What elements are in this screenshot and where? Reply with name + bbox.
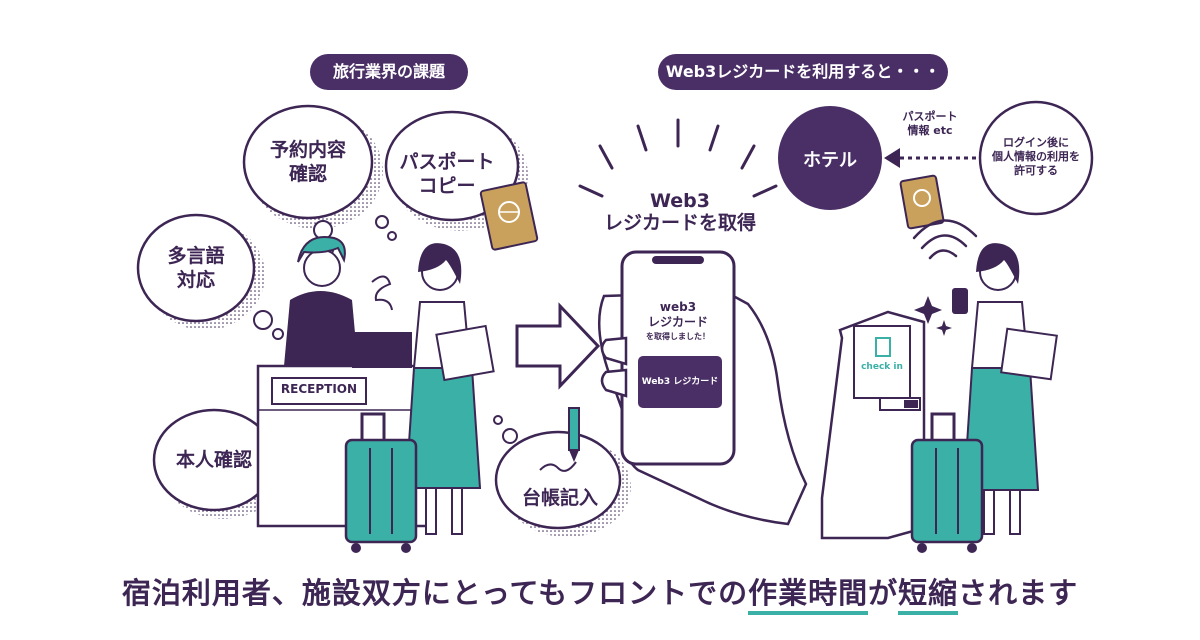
headline-part3: されます: [958, 576, 1079, 610]
phone-line3: を取得しました！: [646, 332, 710, 341]
suitcase-left-icon: [344, 412, 418, 553]
login-permission-label: ログイン後に 個人情報の利用を 許可する: [986, 136, 1086, 178]
bubble-multilang: [136, 213, 265, 330]
headline-highlight-shorten: 短縮: [898, 576, 959, 615]
passport-info-line1: パスポート: [902, 110, 958, 123]
passport-line2: コピー: [418, 175, 476, 197]
bubble-reservation-label: 予約内容 確認: [258, 138, 358, 186]
receptionist: [284, 236, 412, 368]
bubble-reservation: [242, 104, 383, 229]
pen-icon: [539, 407, 580, 472]
multilang-line1: 多言語: [167, 245, 225, 267]
headline-highlight-work-time: 作業時間: [748, 576, 869, 615]
bubble-ledger-label: 台帳記入: [521, 487, 598, 509]
acquire-line1: Web3: [650, 190, 710, 212]
guest-left: [404, 243, 495, 535]
reservation-line2: 確認: [288, 163, 327, 185]
hotel-label: ホテル: [803, 150, 857, 171]
passport-info-label: パスポート 情報 etc: [890, 110, 970, 138]
kiosk-screen-label: check in: [861, 362, 903, 372]
passport-info-line2: 情報 etc: [907, 124, 953, 137]
data-flow-arrow-icon: [884, 148, 976, 168]
phone-line1: web3: [659, 300, 697, 314]
confusion-swirl: [371, 275, 393, 311]
right-header: Web3レジカードを利用すると・・・: [658, 54, 948, 90]
sparkle-icon: [914, 296, 952, 336]
left-header: 旅行業界の課題: [310, 54, 468, 90]
login-line3: 許可する: [1014, 164, 1058, 177]
sparkle-rays: [578, 118, 778, 198]
passport-small-icon: [899, 174, 945, 230]
smartphone: [620, 250, 736, 466]
reservation-line1: 予約内容: [269, 139, 346, 161]
hand-fingers: [600, 336, 628, 398]
guest-right: [952, 243, 1058, 535]
headline-part1: 宿泊利用者、施設双方にとってもフロントでの: [121, 576, 749, 610]
login-line2: 個人情報の利用を: [992, 150, 1080, 163]
bubble-multilang-label: 多言語 対応: [148, 244, 244, 292]
phone-card-label: Web3 レジカード: [641, 377, 719, 387]
check-in-kiosk: [820, 310, 926, 540]
login-circle: [978, 100, 1094, 216]
suitcase-right-icon: [910, 412, 984, 553]
passport-line1: パスポート: [399, 151, 495, 173]
bubble-identity-label: 本人確認: [175, 449, 252, 471]
passport-icon: [479, 181, 539, 251]
phone-message: web3 レジカード を取得しました！: [626, 300, 730, 344]
acquire-line2: レジカードを取得: [603, 212, 756, 234]
bubble-passport-label: パスポート コピー: [392, 150, 502, 198]
headline: 宿泊利用者、施設双方にとってもフロントでの作業時間が短縮されます: [0, 570, 1200, 615]
wifi-signal-icon: [912, 219, 978, 260]
acquire-label: Web3 レジカードを取得: [600, 190, 760, 234]
bubble-identity: [152, 408, 285, 519]
login-line1: ログイン後に: [1003, 136, 1069, 149]
bubble-ledger: [494, 430, 631, 537]
hotel-circle: [778, 106, 882, 210]
arrow-right-icon: [515, 302, 601, 390]
reception-sign: RECEPTION: [280, 382, 358, 396]
phone-line2: レジカード: [647, 315, 708, 329]
headline-part2: が: [868, 576, 899, 610]
multilang-line2: 対応: [176, 269, 215, 291]
